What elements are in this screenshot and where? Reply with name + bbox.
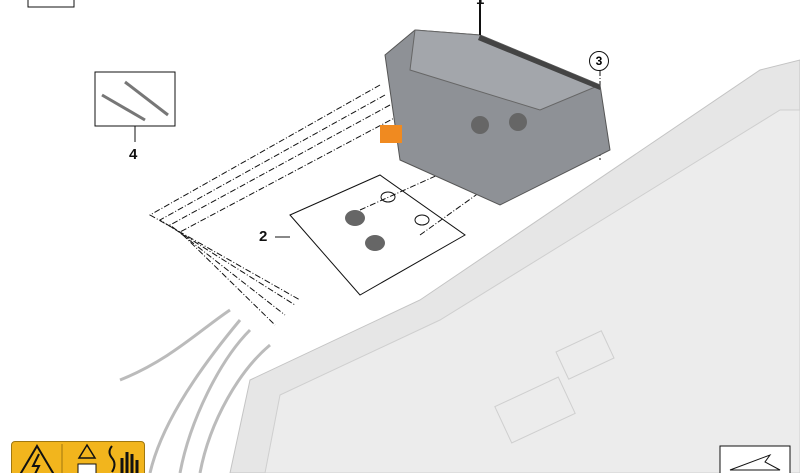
partial-box <box>27 0 75 8</box>
read-manual-icon <box>77 443 97 459</box>
electric-hand-warning-icon <box>108 445 116 473</box>
callout-1: 1 <box>476 0 484 8</box>
part4-box <box>94 71 176 142</box>
callout-2: 2 <box>259 228 268 245</box>
navigation-arrow-icon[interactable] <box>719 445 791 473</box>
charging-module <box>380 0 611 206</box>
high-voltage-warning-label <box>11 441 145 473</box>
cable-harness <box>119 308 271 473</box>
part2-box <box>275 174 466 296</box>
callout-4: 4 <box>129 146 138 163</box>
high-voltage-warning-icon <box>19 443 139 473</box>
battery-pack <box>229 59 800 473</box>
callout-3: 3 <box>589 51 609 71</box>
orange-connector <box>380 125 402 143</box>
